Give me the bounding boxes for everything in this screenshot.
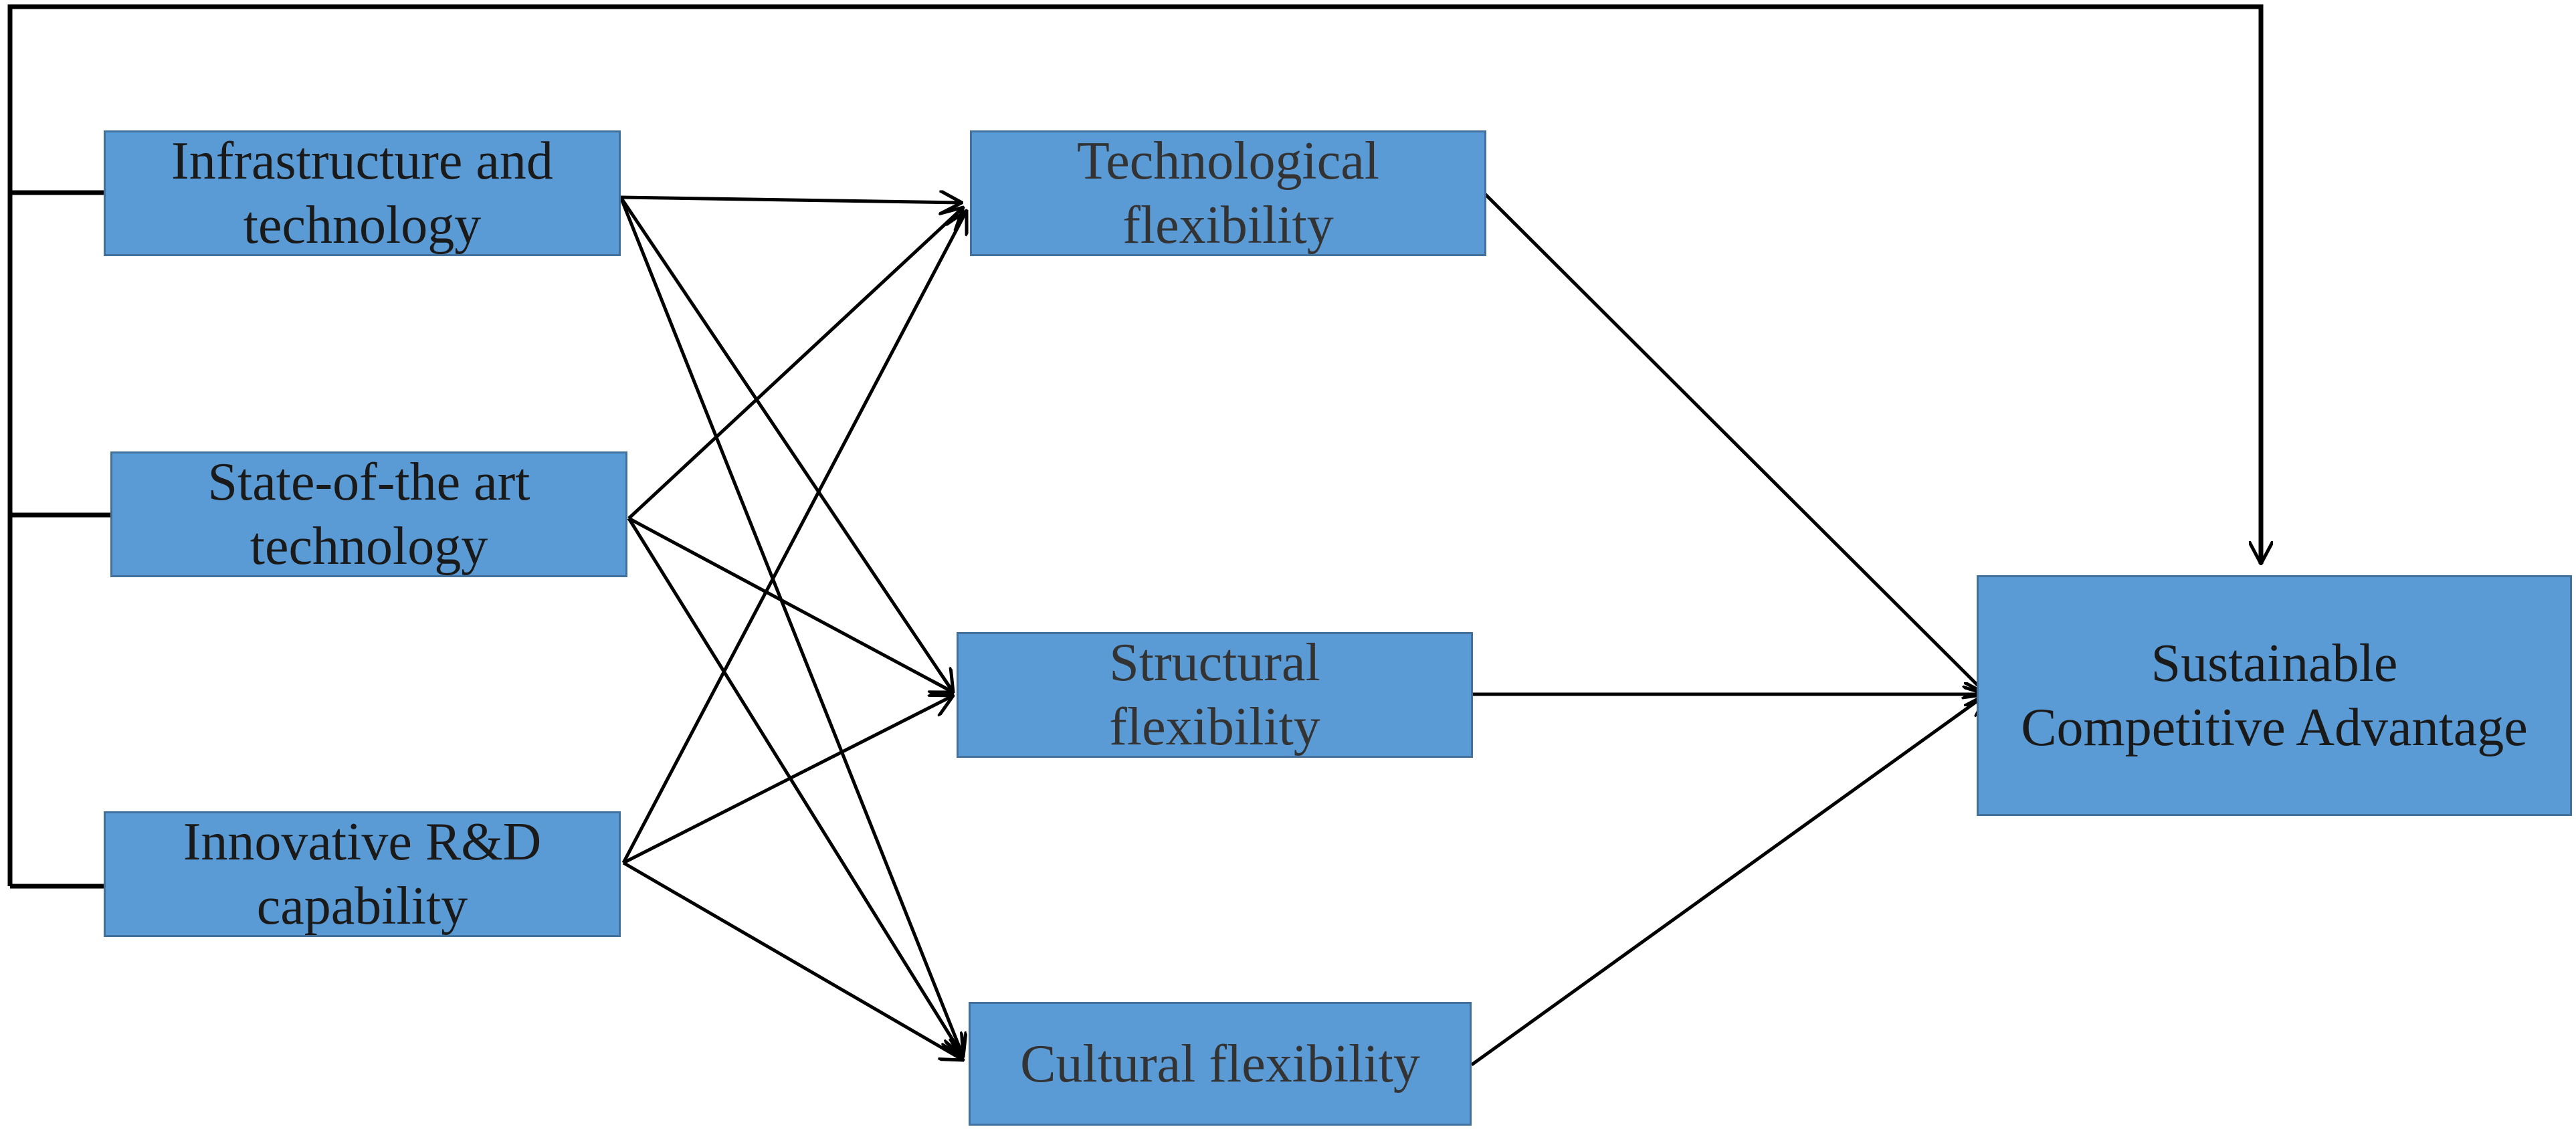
node-sca-line2: Competitive Advantage [2021, 698, 2528, 757]
node-innovative-rd-capability: Innovative R&D capability [104, 811, 621, 937]
node-state-of-art-line1: State-of-the art [207, 453, 530, 512]
node-innovative-rd-line2: capability [256, 877, 468, 936]
arrow-cultural-to-sca [1470, 694, 1987, 1067]
node-structural-flexibility: Structural flexibility [957, 632, 1473, 758]
node-cultural-flexibility: Cultural flexibility [969, 1002, 1472, 1126]
node-technological-line1: Technological [1077, 132, 1379, 191]
arrow-technological-to-sca [1484, 193, 1987, 694]
arrow-state-to-technological [627, 207, 963, 520]
arrow-infrastructure-to-structural [619, 196, 953, 692]
arrow-infrastructure-to-cultural [619, 197, 963, 1057]
node-sca-line1: Sustainable [2151, 634, 2398, 693]
arrow-infrastructure-to-technological [620, 197, 962, 203]
node-state-of-art-technology: State-of-the art technology [110, 451, 627, 577]
node-cultural-line1: Cultural flexibility [1020, 1034, 1420, 1094]
bracket-line [7, 4, 2261, 886]
arrow-innovative-to-technological [621, 211, 967, 864]
arrow-state-to-cultural [627, 517, 963, 1057]
node-infrastructure-line1: Infrastructure and [171, 132, 553, 191]
node-technological-flexibility: Technological flexibility [970, 130, 1486, 256]
node-innovative-rd-line1: Innovative R&D [183, 813, 542, 871]
node-infrastructure-line2: technology [243, 196, 482, 255]
arrow-state-to-structural [627, 516, 953, 692]
node-sustainable-competitive-advantage: Sustainable Competitive Advantage [1977, 575, 2572, 816]
node-infrastructure-technology: Infrastructure and technology [104, 130, 621, 256]
node-technological-line2: flexibility [1122, 196, 1334, 255]
node-structural-line2: flexibility [1109, 698, 1320, 756]
arrow-innovative-to-structural [622, 696, 953, 865]
node-state-of-art-line2: technology [250, 517, 488, 576]
arrow-innovative-to-cultural [622, 861, 963, 1060]
node-structural-line1: Structural [1109, 633, 1320, 692]
